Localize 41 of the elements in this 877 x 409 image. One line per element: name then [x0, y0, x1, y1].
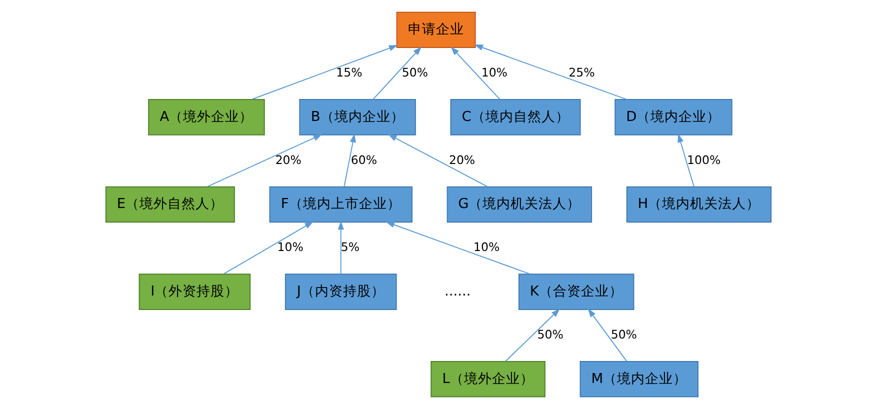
edge-label: 50% [537, 328, 564, 342]
node-box: B（境内企业） [299, 99, 416, 136]
edge-label: 10% [473, 240, 500, 254]
edge-label: 10% [481, 66, 508, 80]
arrow [474, 44, 628, 100]
edge-label: 60% [350, 152, 378, 167]
edge-label: 10% [277, 240, 304, 254]
edge-label: 20% [448, 152, 476, 167]
arrow [206, 134, 322, 188]
arrow [678, 134, 694, 188]
label: ...... [444, 283, 471, 300]
node-box: G（境内机关法人） [446, 186, 592, 223]
node-box: I（外资持股） [138, 274, 251, 310]
arrow [588, 308, 628, 362]
arrow [386, 222, 531, 275]
node-box: L（境外企业） [430, 360, 546, 398]
node-box: H（境内机关法人） [626, 186, 772, 223]
arrow [450, 46, 500, 100]
node-box: J（内资持股） [284, 274, 397, 310]
arrow [338, 220, 344, 274]
node-box: C（境内自然人） [450, 99, 581, 136]
arrow [372, 46, 422, 100]
node-box: A（境外企业） [148, 99, 265, 136]
edge-label: 100% [687, 152, 721, 167]
node-box: F（境内上市企业） [269, 186, 412, 223]
edge-label: 50% [610, 328, 637, 342]
node-box: 申请企业 [396, 12, 476, 48]
node-box: E（境外自然人） [105, 186, 235, 223]
edge-label: 25% [568, 66, 595, 80]
arrow [505, 308, 560, 362]
arrow [251, 45, 398, 100]
node-box: K（合资企业） [518, 274, 634, 310]
node-box: M（境内企业） [580, 360, 698, 398]
edge-label: 15% [336, 66, 362, 80]
arrow [344, 134, 356, 188]
node-box: D（境内企业） [614, 99, 732, 136]
arrow [223, 221, 314, 274]
edge-label: 20% [275, 152, 302, 167]
arrow [388, 134, 488, 188]
edge-label: 50% [402, 66, 428, 80]
edge-label: 5% [340, 240, 360, 254]
